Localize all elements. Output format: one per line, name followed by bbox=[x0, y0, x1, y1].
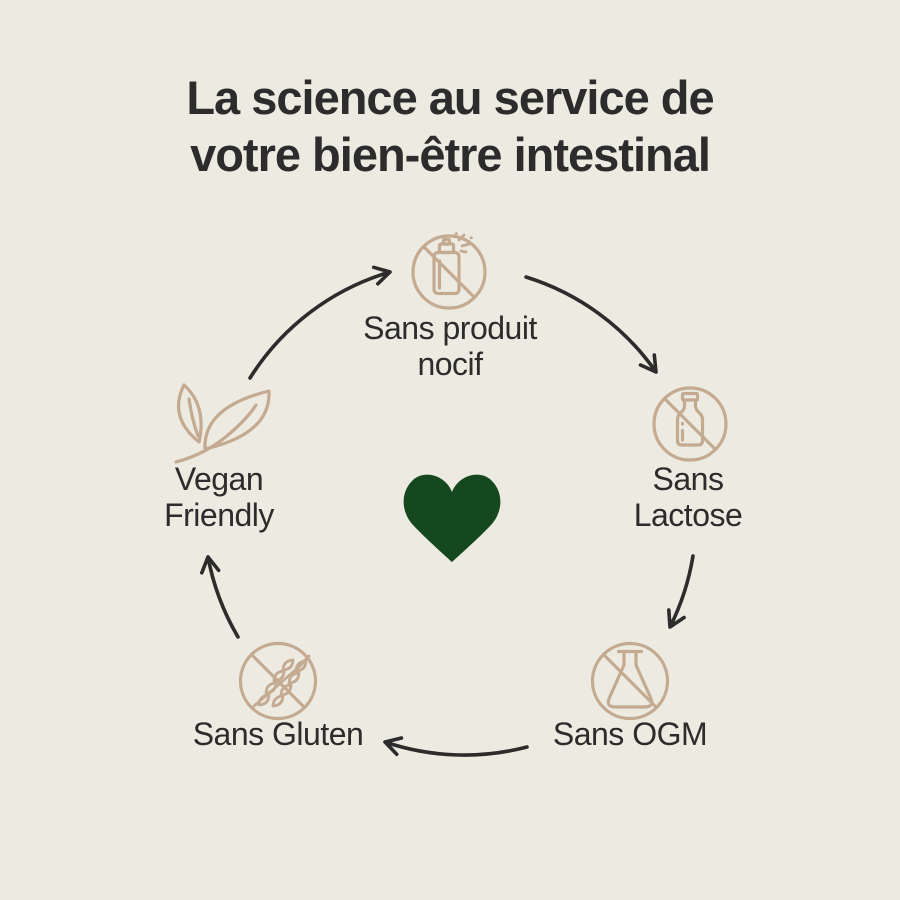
label-line: Sans OGM bbox=[552, 716, 708, 752]
label-line: Sans bbox=[652, 461, 724, 497]
no-gmo-icon bbox=[590, 641, 670, 721]
label-line: Vegan bbox=[174, 461, 264, 497]
heart-icon bbox=[403, 474, 501, 562]
label-sans-produit-nocif: Sans produit nocif bbox=[363, 310, 537, 382]
label-line: Friendly bbox=[164, 497, 274, 533]
label-sans-ogm: Sans OGM bbox=[552, 716, 708, 752]
label-line: nocif bbox=[417, 346, 483, 382]
label-line: Sans produit bbox=[363, 310, 537, 346]
label-vegan-friendly: Vegan Friendly bbox=[164, 461, 274, 533]
arrow-nocif-to-lactose bbox=[524, 275, 658, 374]
arrow-lactose-to-ogm bbox=[667, 554, 695, 629]
arrow-ogm-to-gluten bbox=[383, 736, 529, 757]
no-gluten-icon bbox=[238, 641, 318, 721]
label-sans-gluten: Sans Gluten bbox=[193, 716, 364, 752]
arrow-vegan-to-nocif bbox=[248, 265, 392, 380]
no-spray-icon bbox=[411, 232, 487, 310]
no-lactose-icon bbox=[652, 386, 728, 462]
vegan-leaves-icon bbox=[174, 383, 271, 464]
label-sans-lactose: Sans Lactose bbox=[634, 461, 743, 533]
label-line: Lactose bbox=[633, 497, 743, 533]
page-title-line2: votre bien-être intestinal bbox=[190, 127, 711, 181]
arrow-gluten-to-vegan bbox=[200, 555, 240, 639]
label-line: Sans Gluten bbox=[192, 716, 364, 752]
page-title-line1: La science au service de bbox=[186, 71, 714, 124]
page-title: La science au service de votre bien-être… bbox=[0, 70, 900, 184]
